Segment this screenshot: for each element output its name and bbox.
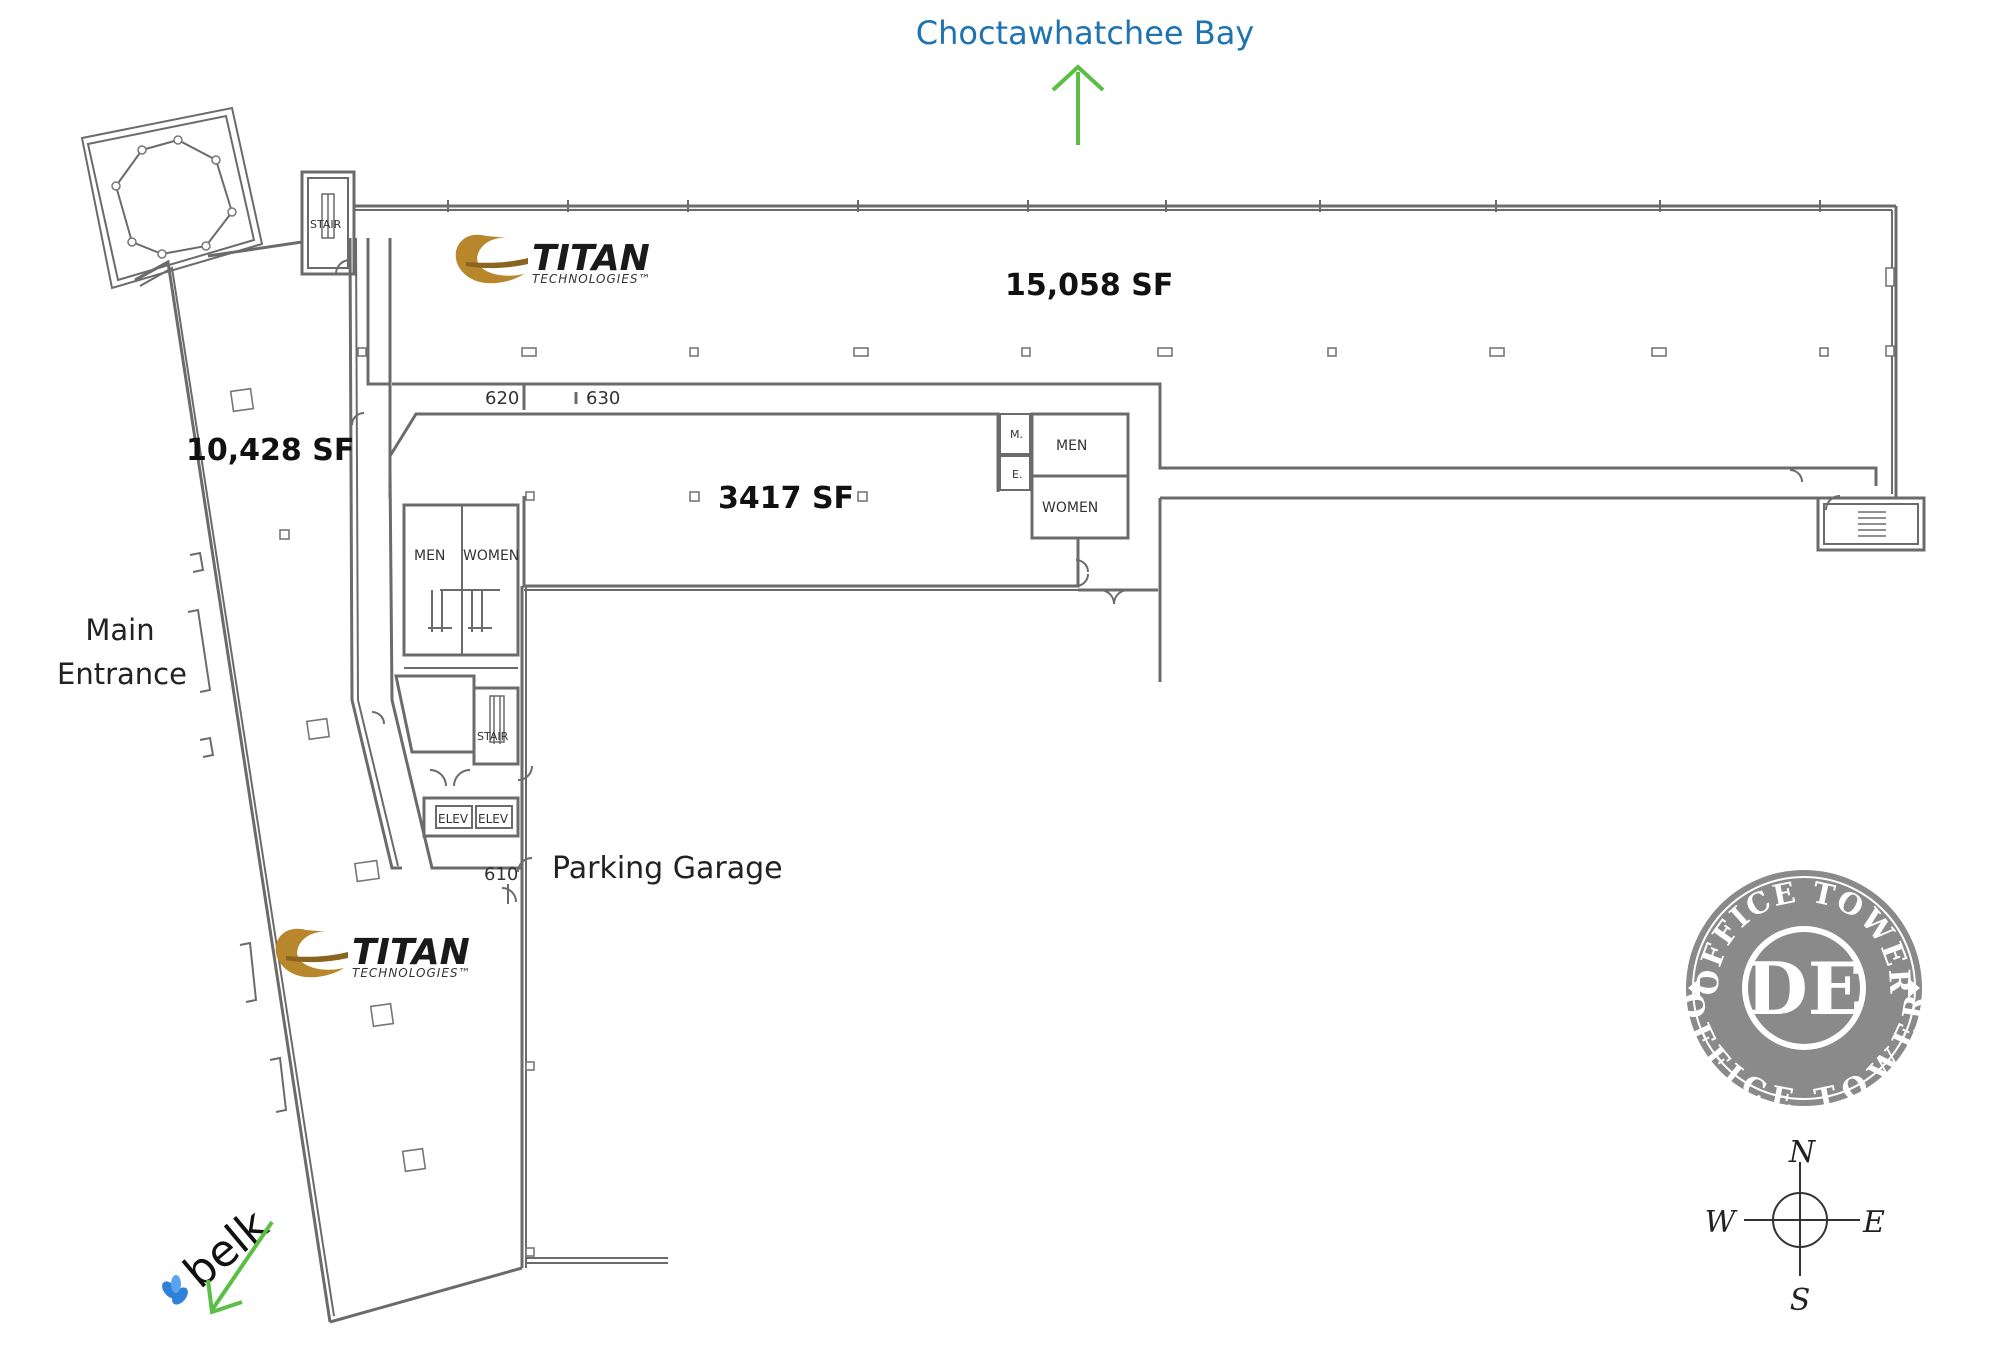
office-tower-seal: OFFICE TOWER OFFICE TOWER DE bbox=[1675, 870, 1931, 1117]
north-stair-tower bbox=[207, 170, 356, 276]
room-label-women-upper: WOMEN bbox=[1042, 500, 1098, 516]
belk-anchor: belk bbox=[162, 1199, 278, 1315]
room-label-m: M. bbox=[1010, 428, 1023, 441]
compass-west-letter: W bbox=[1705, 1205, 1738, 1240]
area-label-center-suite: 3417 SF bbox=[718, 481, 854, 516]
titan-subtitle-west: TECHNOLOGIES™ bbox=[352, 966, 472, 980]
west-wing-walls bbox=[134, 259, 668, 1324]
room-number-610: 610 bbox=[484, 864, 518, 885]
center-suite-columns bbox=[689, 491, 868, 502]
titan-logo-west: TITAN TECHNOLOGIES™ bbox=[275, 928, 472, 980]
rotunda-tower bbox=[80, 106, 264, 290]
compass-rose: N S E W bbox=[1705, 1135, 1885, 1318]
room-label-elev-1: ELEV bbox=[438, 812, 469, 826]
center-suite-walls bbox=[388, 412, 1834, 860]
building-core bbox=[348, 237, 533, 904]
room-label-men-upper: MEN bbox=[1056, 438, 1087, 454]
bay-label: Choctawhatchee Bay bbox=[916, 14, 1254, 52]
titan-logo-north: TITAN TECHNOLOGIES™ bbox=[455, 234, 652, 286]
main-entrance-label-line1: Main bbox=[85, 613, 154, 647]
bay-direction-arrow bbox=[1051, 64, 1105, 145]
titan-wordmark-west: TITAN bbox=[352, 932, 470, 973]
room-label-men-core: MEN bbox=[414, 548, 445, 564]
titan-wordmark-north: TITAN bbox=[532, 238, 650, 279]
seal-monogram: DE bbox=[1745, 946, 1862, 1031]
compass-south-letter: S bbox=[1790, 1283, 1811, 1318]
room-label-stair-north: STAIR bbox=[310, 218, 342, 231]
north-suite-columns bbox=[357, 347, 1829, 357]
belk-direction-arrow bbox=[206, 1220, 274, 1315]
area-label-north-suite: 15,058 SF bbox=[1005, 268, 1173, 303]
room-number-620: 620 bbox=[485, 388, 519, 409]
room-label-women-core: WOMEN bbox=[463, 548, 519, 564]
titan-subtitle-north: TECHNOLOGIES™ bbox=[532, 272, 652, 286]
room-label-elev-2: ELEV bbox=[478, 812, 509, 826]
north-suite-walls bbox=[355, 200, 1898, 498]
compass-north-letter: N bbox=[1788, 1135, 1817, 1170]
area-label-west-suite: 10,428 SF bbox=[186, 433, 354, 468]
belk-wordmark: belk bbox=[174, 1199, 278, 1298]
parking-garage-label: Parking Garage bbox=[552, 851, 783, 886]
west-wing-columns bbox=[229, 387, 535, 1257]
compass-east-letter: E bbox=[1862, 1205, 1885, 1240]
room-label-e: E. bbox=[1012, 468, 1022, 481]
room-label-stair-core: STAIR bbox=[477, 730, 509, 743]
main-entrance-label-line2: Entrance bbox=[57, 657, 187, 691]
belk-flower-icon bbox=[162, 1275, 188, 1305]
room-number-630: 630 bbox=[586, 388, 620, 409]
east-stair-tower bbox=[1816, 495, 1926, 552]
